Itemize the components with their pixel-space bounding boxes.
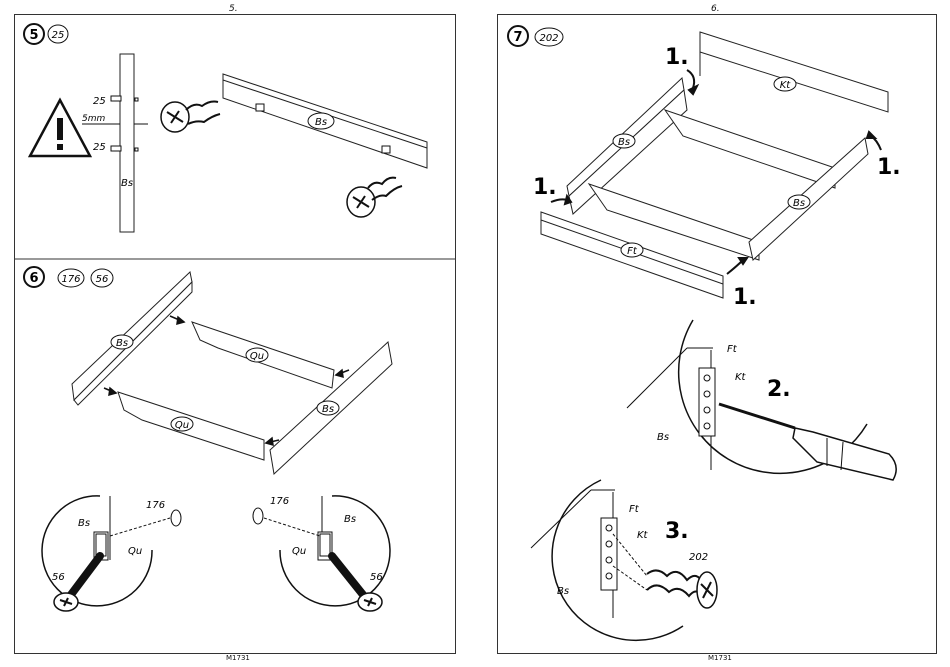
detail-step-3: Ft Kt Bs 3. 202 [531, 480, 717, 640]
footer-code-left: M1731 [226, 654, 250, 662]
panel-label: Bs [315, 117, 327, 128]
board-label: Bs [121, 178, 133, 189]
step-7-panel: 7 202 Kt Bs Bs Ft 1. 1. 1. 1. Ft [497, 14, 937, 654]
detail-right-qu: Qu [292, 546, 306, 557]
page-number-right: 6. [711, 4, 720, 14]
detail-2-ft: Ft [727, 344, 738, 355]
page-number-left: 5. [229, 4, 238, 14]
step-5-panel: 5 25 Bs 25 25 5mm Bs [14, 14, 456, 260]
detail-right-bs: Bs [344, 514, 356, 525]
dimension-top: 25 [93, 96, 106, 107]
order-label-left: 1. [533, 175, 557, 200]
footer-code-right: M1731 [708, 654, 732, 662]
detail-right: Bs Qu 176 56 [253, 496, 390, 611]
detail-left-screw: 56 [52, 572, 65, 583]
detail-left-bs: Bs [78, 518, 90, 529]
part-count: 25 [52, 30, 65, 41]
bs-label-right: Bs [793, 198, 805, 209]
detail-left: Bs Qu 176 56 [42, 496, 181, 611]
detail-step-2: Ft Kt Bs 2. [627, 320, 896, 480]
detail-right-cam: 176 [270, 496, 289, 507]
step-number: 6 [29, 271, 38, 286]
dimension-bottom: 25 [93, 142, 106, 153]
cam-lock-icon-right [253, 508, 320, 536]
hinge-plate [699, 368, 715, 436]
part-count-2: 56 [96, 274, 109, 285]
back-panel-kt [700, 32, 888, 112]
qu-label-bottom: Qu [175, 420, 189, 431]
order-label-3: 3. [665, 519, 689, 544]
warning-icon [30, 100, 90, 156]
detail-3-screw: 202 [689, 552, 708, 563]
step-number: 5 [29, 28, 38, 43]
detail-2-bs: Bs [657, 432, 669, 443]
inner-shelf-top [665, 110, 835, 188]
detail-2-kt: Kt [735, 372, 747, 383]
screw-icon-detail [613, 534, 717, 608]
qu-label-top: Qu [250, 351, 264, 362]
screw-icon-top [161, 102, 220, 133]
order-label-bottom: 1. [733, 285, 757, 310]
screw-icon-bottom [347, 178, 402, 217]
bs-label-left: Bs [618, 137, 630, 148]
detail-3-bs: Bs [557, 586, 569, 597]
side-board-profile [120, 54, 134, 232]
order-label-top: 1. [665, 45, 689, 70]
step-number: 7 [513, 30, 522, 45]
side-panel-bs-left [72, 272, 192, 400]
detail-3-ft: Ft [629, 504, 640, 515]
ft-label: Ft [627, 246, 638, 257]
bs-label-left: Bs [116, 338, 128, 349]
step-6-panel: 6 176 56 Bs Bs Qu Qu Bs Qu 176 56 [14, 260, 456, 654]
detail-3-kt: Kt [637, 530, 649, 541]
detail-right-screw: 56 [370, 572, 383, 583]
screw-icon-right [332, 556, 382, 611]
screwdriver-icon [719, 404, 896, 480]
order-label-right: 1. [877, 155, 901, 180]
kt-label: Kt [780, 80, 792, 91]
gap-dimension: 5mm [82, 114, 105, 124]
dowel-pins [82, 96, 148, 151]
screw-icon-left [54, 556, 100, 611]
detail-left-qu: Qu [128, 546, 142, 557]
part-count-1: 176 [61, 274, 80, 285]
part-count: 202 [539, 33, 558, 44]
cam-lock-icon-left [110, 510, 181, 536]
detail-left-cam: 176 [146, 500, 165, 511]
order-label-2: 2. [767, 377, 791, 402]
bs-label-right: Bs [322, 404, 334, 415]
